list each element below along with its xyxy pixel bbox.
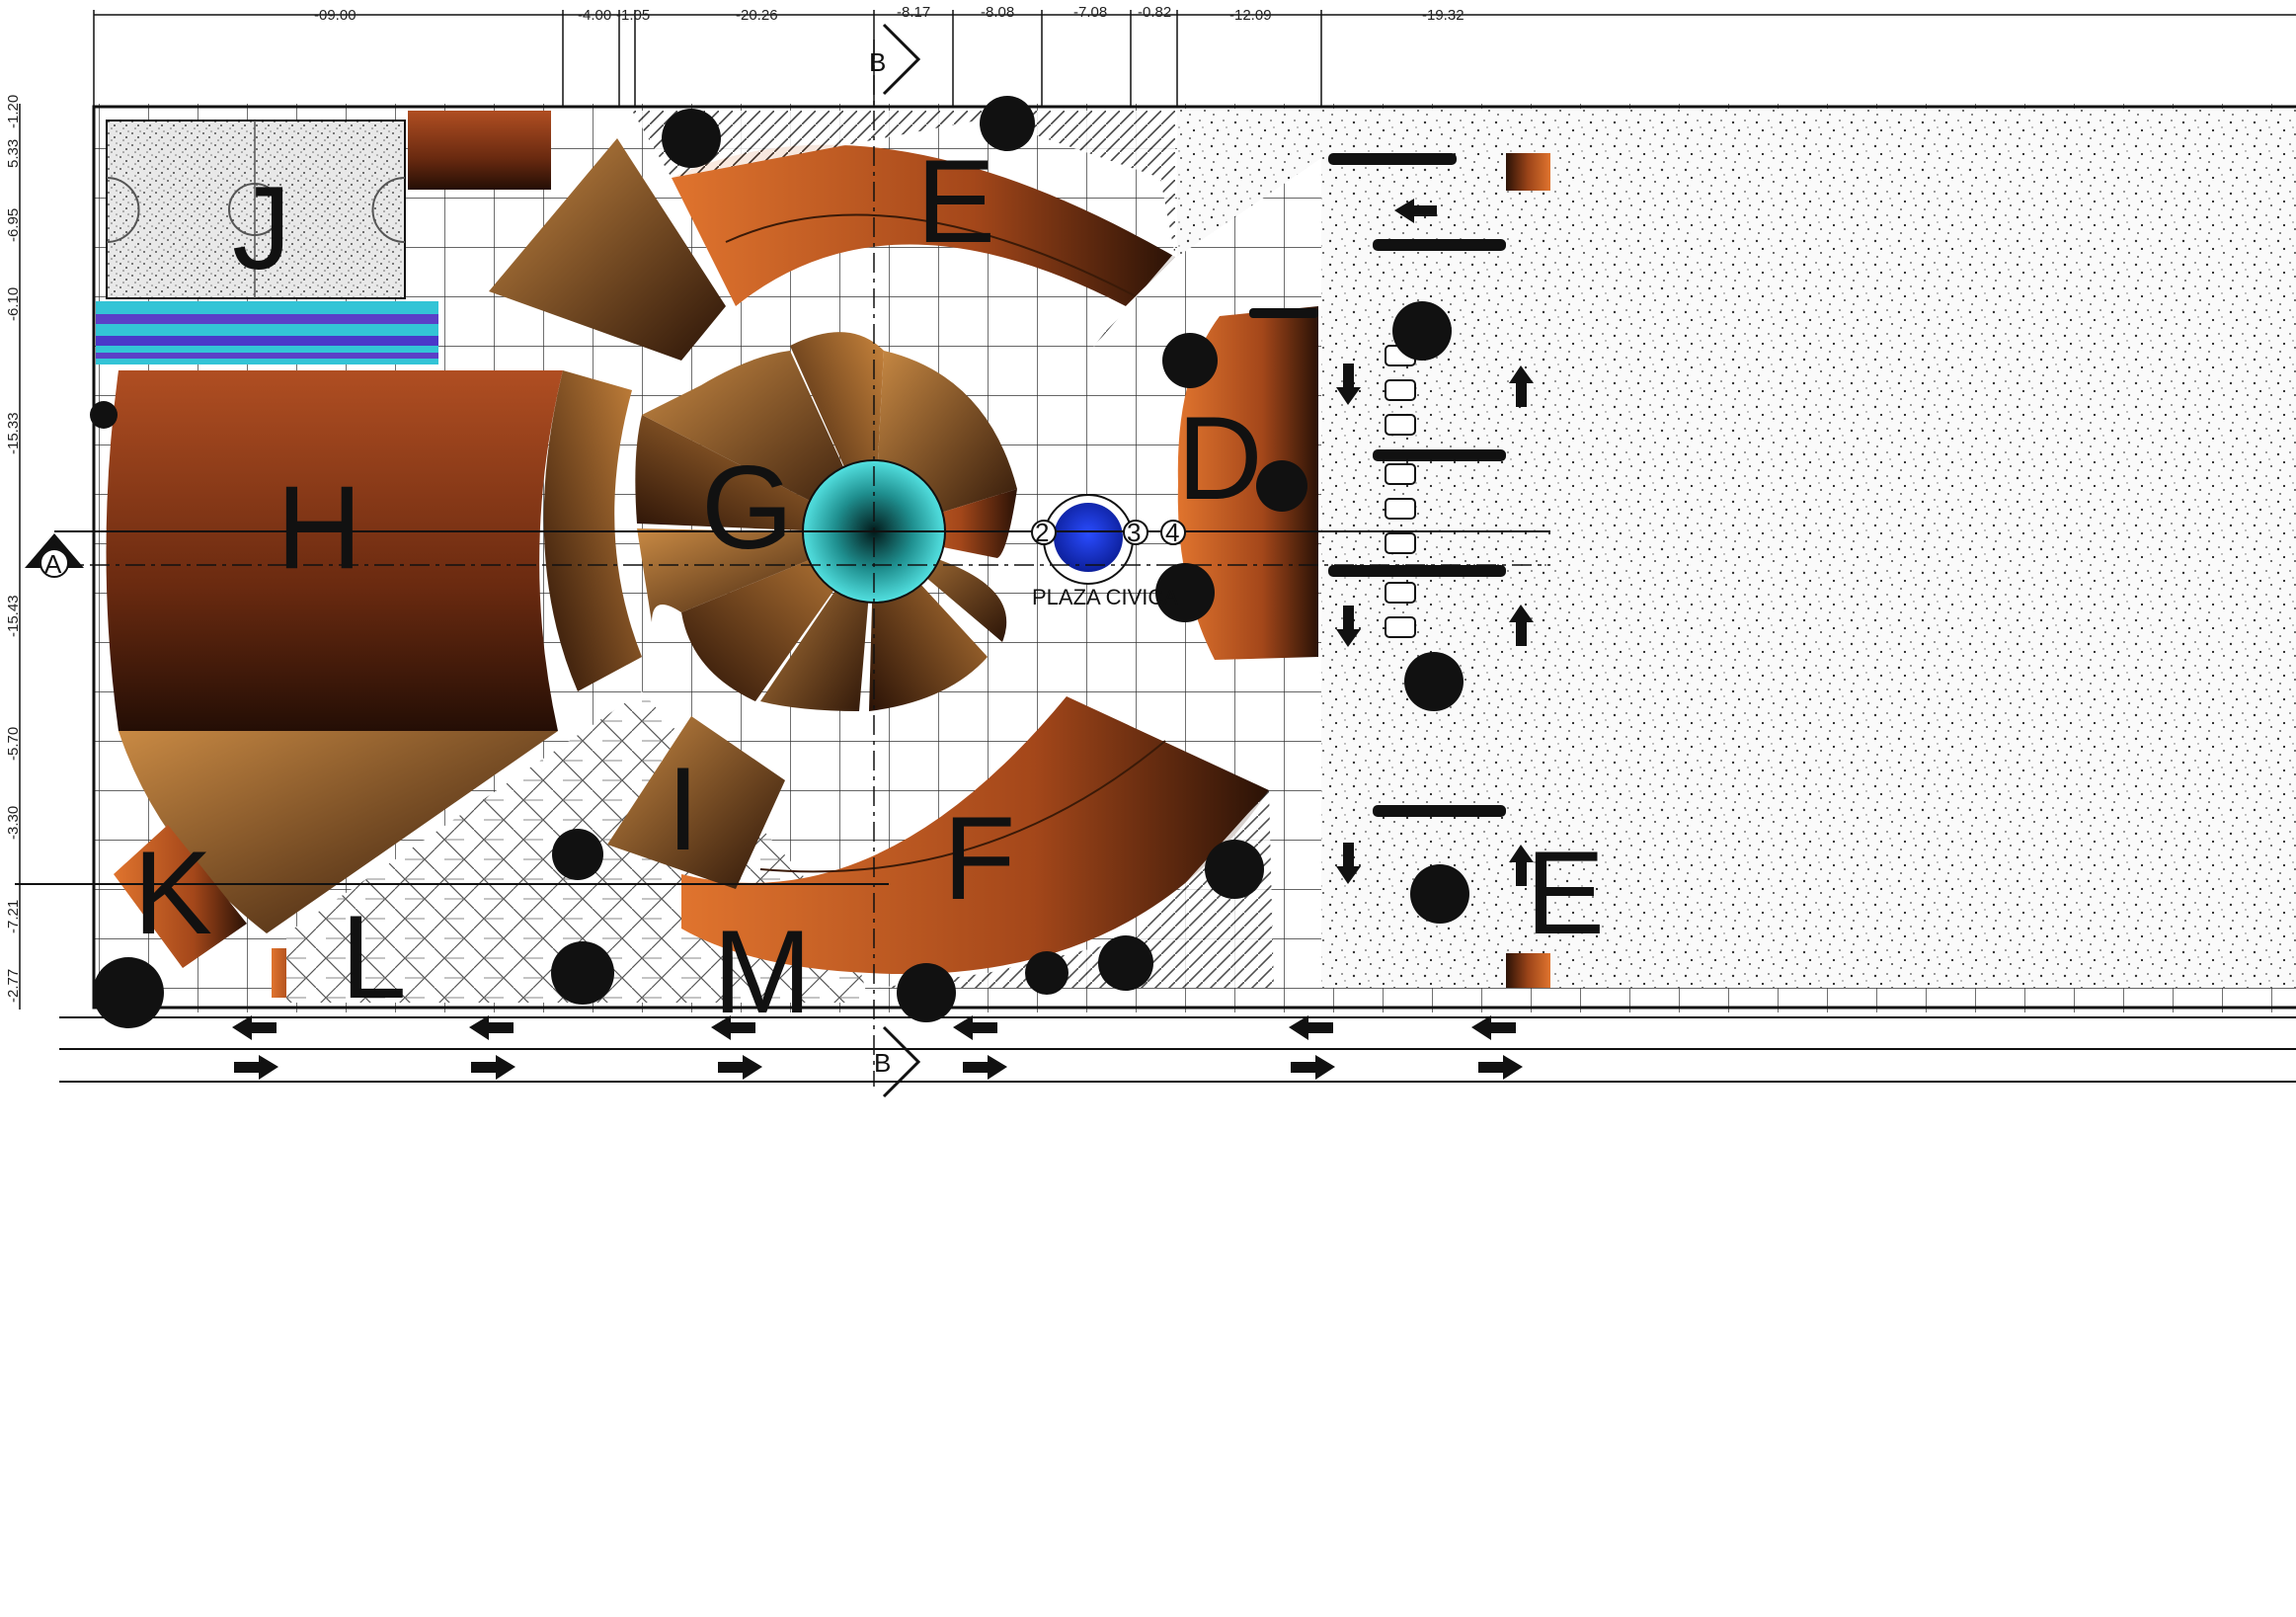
plaza-label: PLAZA CIVICA: [1032, 585, 1178, 609]
section-marker-b-top: B: [869, 47, 886, 77]
axis-lines: [15, 40, 1550, 1087]
top-dimension-1: -09.00: [314, 7, 356, 24]
right-building-top: [1506, 153, 1550, 191]
top-dimension-3: -1.05: [616, 7, 650, 24]
left-dimension-6: -15.43: [5, 595, 22, 637]
zone-f-building: [681, 696, 1269, 975]
grid-marker-2: 2: [1035, 518, 1049, 547]
zone-d-building: [1177, 306, 1318, 660]
zone-label-m: M: [713, 906, 812, 1038]
zone-h-building: [106, 370, 642, 933]
zone-j-court: [106, 120, 406, 299]
zone-e-building: [489, 138, 1175, 361]
left-dimension-7: -5.70: [5, 727, 22, 761]
zone-i-building: [607, 716, 785, 889]
plaza-fountain: [1043, 494, 1134, 585]
top-dimension-2: -4.00: [578, 7, 611, 24]
plaza-speckle-corner: [1177, 109, 1321, 257]
zone-label-l: L: [341, 891, 407, 1023]
top-dimension-6: -8.08: [981, 4, 1014, 21]
zone-label-e: E: [916, 135, 995, 268]
left-dimension-5: -15.33: [5, 412, 22, 454]
section-markers: B B A: [25, 23, 921, 1098]
parking-area: [1321, 109, 2296, 988]
top-dimension-10: -19.32: [1422, 7, 1465, 24]
zone-k-building: [114, 825, 247, 968]
left-dimension-10: -2.77: [5, 969, 22, 1003]
top-service-building: [408, 111, 551, 190]
left-dimension-9: -7.21: [5, 900, 22, 933]
grid-markers: 2 3 4: [1031, 518, 1186, 547]
top-dimension-7: -7.08: [1073, 4, 1107, 21]
left-dimension-2: 5.33: [5, 139, 22, 168]
left-dimension-8: -3.30: [5, 806, 22, 840]
planter-bottom: [879, 790, 1274, 988]
zone-label-g: G: [701, 442, 793, 574]
top-dimension-5: -8.17: [897, 4, 930, 21]
zone-label-j: J: [232, 162, 291, 294]
top-dimension-line: -09.00 -4.00 -1.05 -20.26 -8.17 -8.08 -7…: [93, 4, 2296, 107]
section-marker-b-bottom: B: [874, 1048, 891, 1078]
pool-stripes: [96, 301, 438, 364]
right-building-bottom: [1506, 953, 1550, 988]
top-dimension-4: -20.26: [736, 7, 778, 24]
zone-g-sculpture: [635, 332, 1017, 711]
grid-marker-4: 4: [1165, 518, 1179, 547]
zone-label-i: I: [667, 743, 699, 875]
left-dimension-line: -1.20 5.33 -6.95 -6.10 -15.33 -15.43 -5.…: [5, 95, 22, 1010]
top-dimension-9: -12.09: [1229, 7, 1272, 24]
left-dimension-1: -1.20: [5, 95, 22, 128]
hedges: [1249, 153, 1506, 817]
grid-marker-3: 3: [1127, 518, 1141, 547]
zone-label-d: D: [1177, 392, 1263, 525]
road: [59, 1016, 2296, 1083]
top-dimension-8: -0.82: [1138, 4, 1171, 21]
trees: [90, 96, 1469, 1028]
left-dimension-4: -6.10: [5, 287, 22, 321]
zone-label-h: H: [277, 461, 362, 594]
zone-label-f: F: [943, 792, 1015, 925]
section-marker-a-left: A: [44, 549, 62, 579]
site-boundary: [92, 105, 2296, 1010]
left-dimension-3: -6.95: [5, 208, 22, 242]
traffic-arrows: [232, 199, 1534, 1080]
zone-label-k: K: [133, 827, 212, 959]
zone-labels: E D G H J I F K L M E: [133, 135, 1605, 1038]
zone-label-edge: E: [1526, 827, 1605, 959]
